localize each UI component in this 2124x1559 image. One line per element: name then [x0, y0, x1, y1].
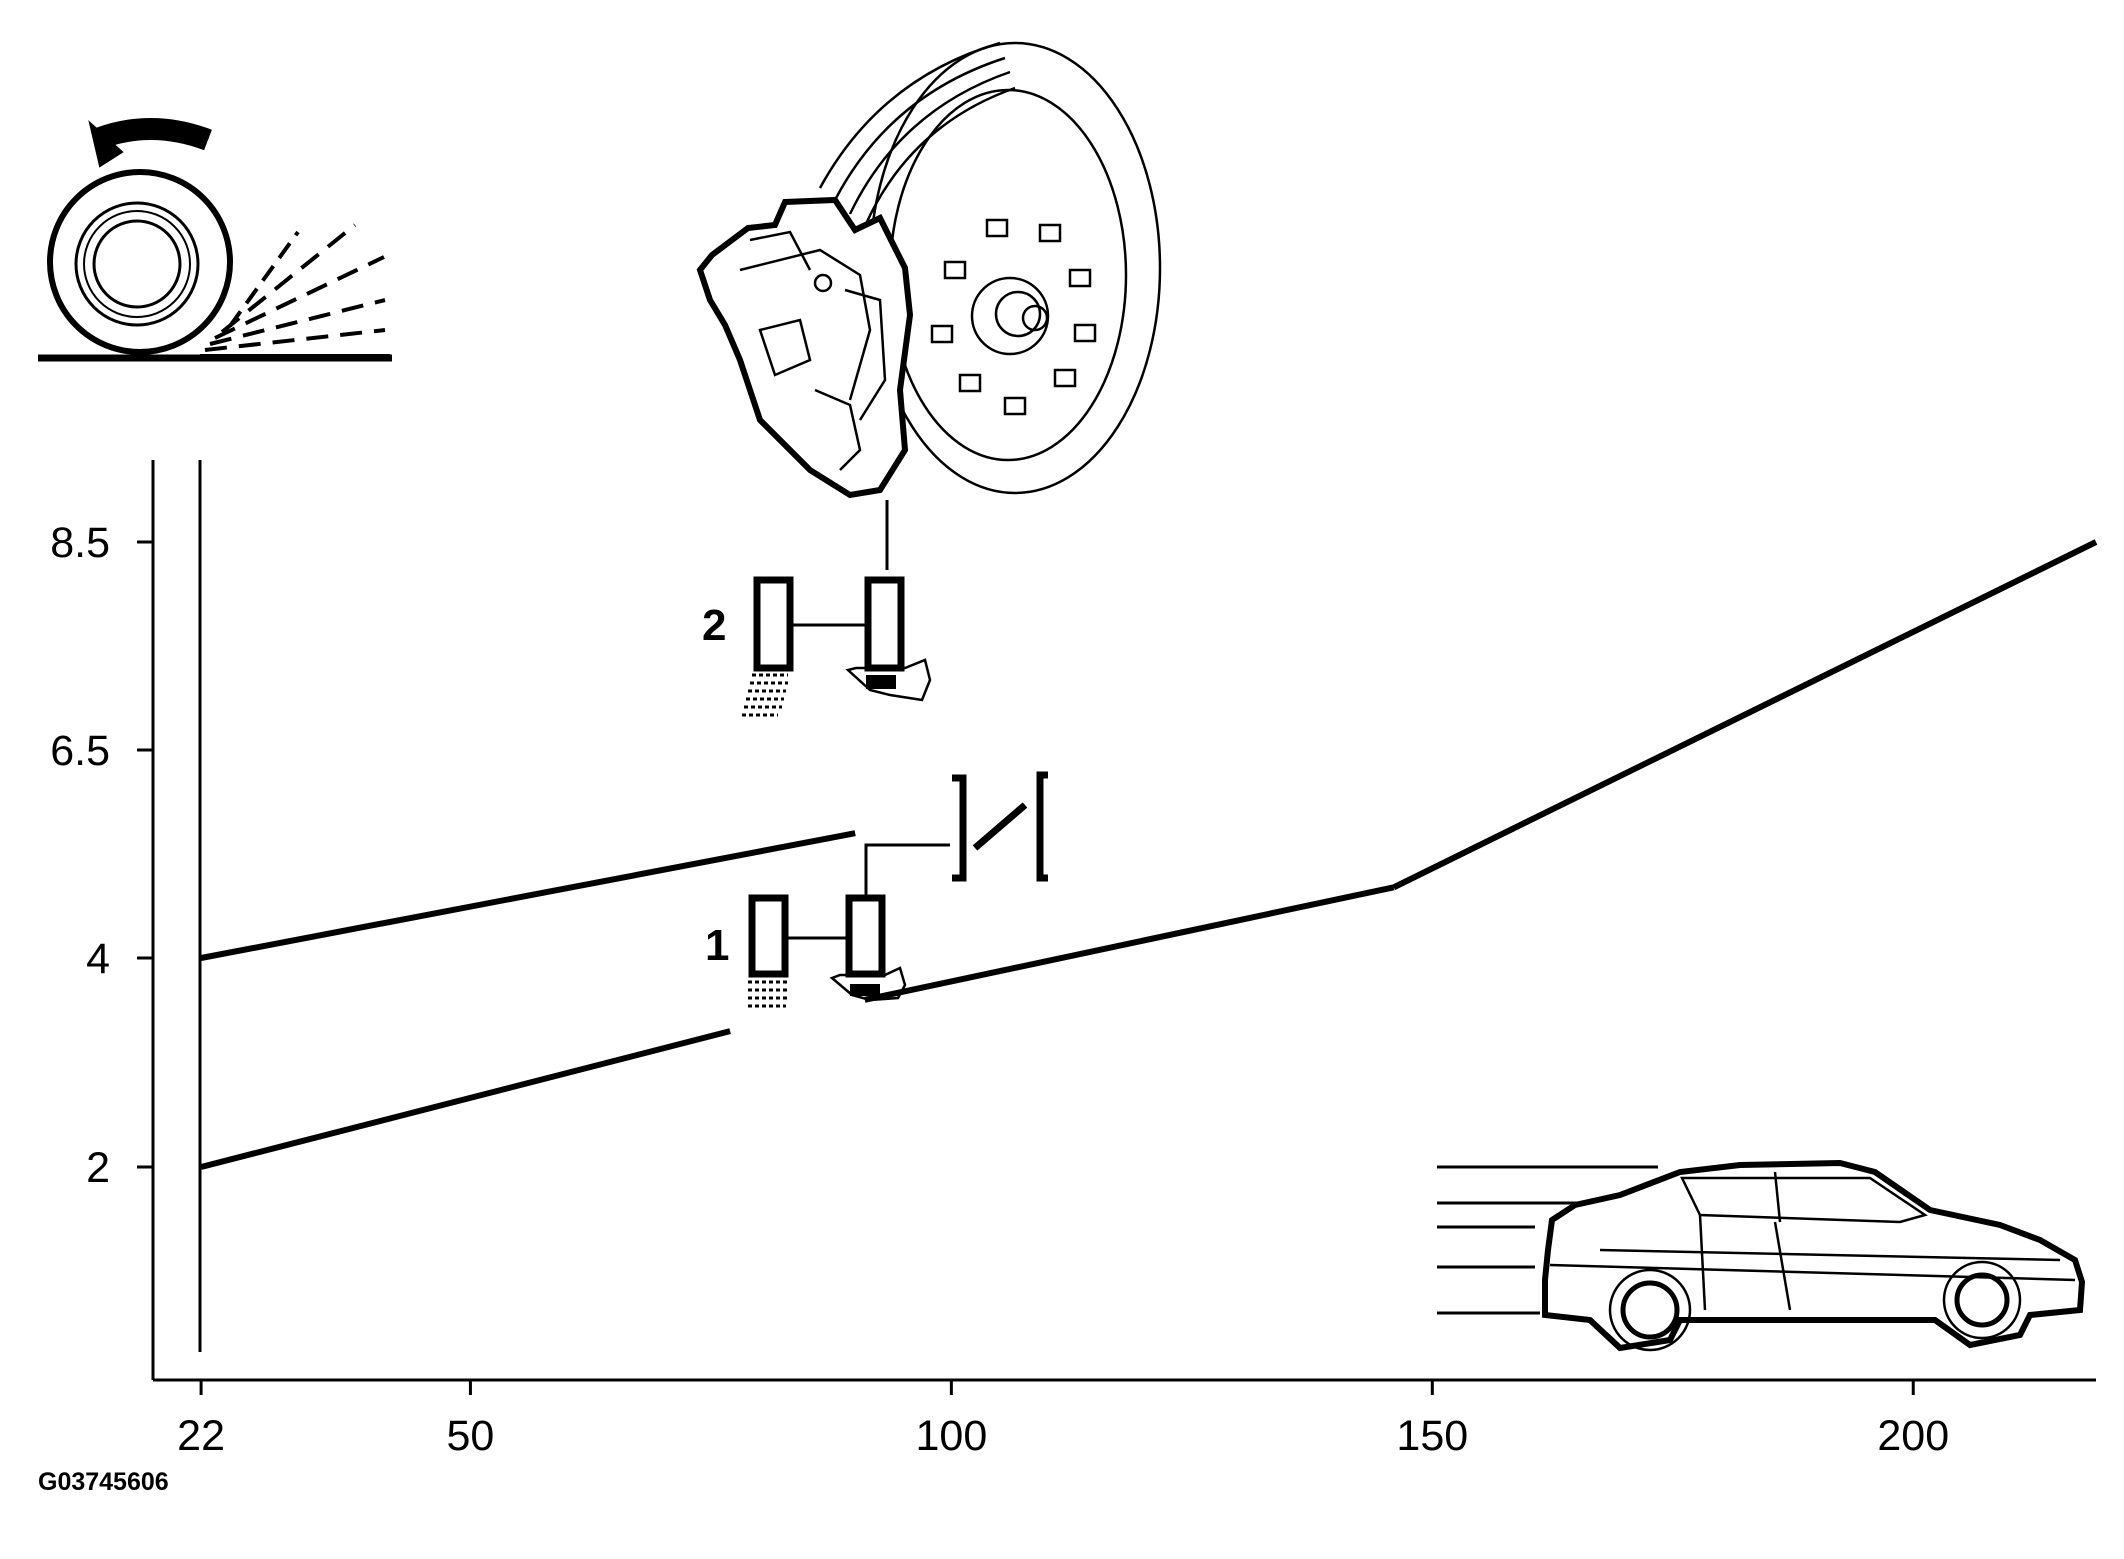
series-2-segment — [1392, 539, 2098, 890]
y-tick-label: 4 — [86, 935, 110, 983]
figure-code: G03745606 — [38, 1468, 169, 1496]
x-tick-label: 200 — [1877, 1412, 1949, 1460]
car-icon — [1437, 1159, 2086, 1352]
brake-pad-icon — [748, 894, 789, 978]
y-tick-label: 2 — [86, 1144, 110, 1192]
stage-label-2: 2 — [702, 601, 726, 650]
break-symbol — [952, 771, 1048, 882]
tick-marks — [137, 540, 1915, 1395]
tick-labels: 22 50 100 150 200 2 4 6.5 8.5 — [50, 519, 1949, 1460]
brake-pad-stage-2: 2 — [702, 576, 932, 717]
axes — [151, 460, 2096, 1382]
tire-spin-icon — [38, 118, 392, 362]
y-tick-label: 8.5 — [50, 519, 110, 567]
x-tick-label: 22 — [177, 1412, 225, 1460]
series-1-segment — [200, 830, 856, 961]
series-2-segment — [864, 884, 1395, 1003]
brake-disc-caliper-icon — [696, 41, 1162, 570]
brake-pad-icon — [845, 894, 886, 978]
x-tick-label: 50 — [446, 1412, 494, 1460]
brake-pad-stage-1: 1 — [705, 843, 950, 1008]
series-layer — [200, 539, 2098, 1170]
stage-label-1: 1 — [705, 921, 729, 970]
y-tick-label: 6.5 — [50, 727, 110, 775]
series-2-segment — [200, 1028, 731, 1170]
x-tick-label: 100 — [915, 1412, 987, 1460]
brake-pad-icon — [753, 576, 794, 672]
brake-pad-icon — [864, 576, 905, 672]
x-tick-label: 150 — [1396, 1412, 1468, 1460]
